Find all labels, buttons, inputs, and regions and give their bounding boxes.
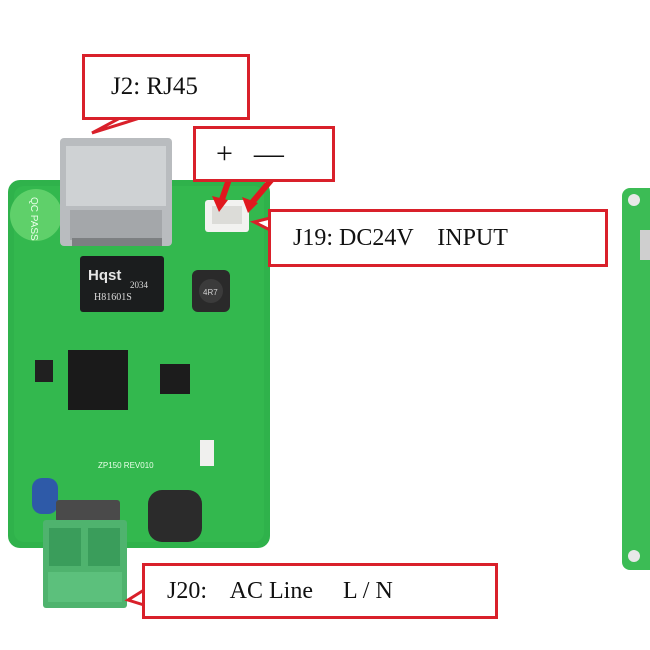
rj45-callout-tail bbox=[91, 116, 141, 135]
chip-code: 2034 bbox=[130, 280, 149, 290]
ac-line-callout: J20: AC Line L / N bbox=[142, 563, 498, 619]
inductor-value: 4R7 bbox=[203, 288, 218, 297]
board-model-silkscreen: ZP150 REV010 bbox=[98, 461, 154, 470]
polarity-callout: + — bbox=[193, 126, 335, 182]
transformer-coil bbox=[148, 490, 202, 542]
qc-pass-label: QC PASS bbox=[28, 197, 39, 241]
second-pcb-board bbox=[622, 188, 650, 570]
dc-input-callout: J19: DC24V INPUT bbox=[268, 209, 608, 267]
mcu-chip bbox=[68, 350, 128, 410]
chip-brand: Hqst bbox=[88, 267, 121, 284]
rj45-callout: J2: RJ45 bbox=[82, 54, 250, 120]
dc-input-callout-label: J19: DC24V INPUT bbox=[293, 224, 508, 251]
ethernet-transformer bbox=[80, 256, 164, 312]
ac-line-callout-label: J20: AC Line L / N bbox=[167, 577, 393, 604]
chip-part: H81601S bbox=[94, 292, 132, 303]
qc-pass-sticker bbox=[10, 189, 62, 241]
polarity-callout-label: + — bbox=[216, 137, 286, 170]
rj45-callout-label: J2: RJ45 bbox=[111, 73, 198, 100]
